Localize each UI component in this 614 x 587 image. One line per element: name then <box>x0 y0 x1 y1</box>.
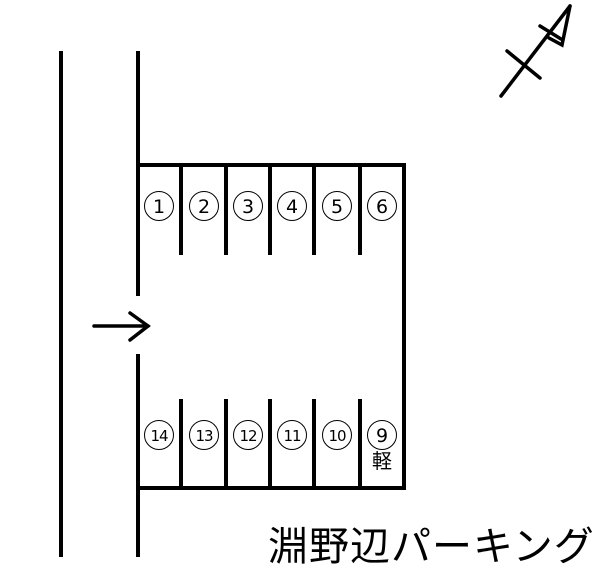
stall-number: 13 <box>189 420 219 450</box>
top-stall-dividers <box>179 165 362 255</box>
stall-number: 1 <box>144 191 174 221</box>
stall-5: 5 <box>317 191 357 221</box>
stall-13: 13 <box>184 420 224 450</box>
stall-2: 2 <box>184 191 224 221</box>
parking-name-title: 淵野辺パーキング <box>268 524 595 570</box>
stall-number: 3 <box>233 191 263 221</box>
stall-number: 6 <box>367 191 397 221</box>
stall-number: 5 <box>322 191 352 221</box>
stall-number: 10 <box>322 420 352 450</box>
kei-car-note: 軽 <box>372 449 392 473</box>
stall-number: 14 <box>144 420 174 450</box>
stall-3: 3 <box>228 191 268 221</box>
stall-number: 11 <box>277 420 307 450</box>
stall-12: 12 <box>228 420 268 450</box>
entrance-arrow-icon <box>92 311 151 342</box>
stall-4: 4 <box>272 191 312 221</box>
stall-11: 11 <box>272 420 312 450</box>
stall-1: 1 <box>139 191 179 221</box>
stall-number: 4 <box>277 191 307 221</box>
stall-number: 2 <box>189 191 219 221</box>
stall-6: 6 <box>362 191 402 221</box>
bottom-stall-dividers <box>179 399 362 488</box>
north-arrow-icon <box>499 4 572 98</box>
stall-number: 9 <box>367 420 397 450</box>
stall-number: 12 <box>233 420 263 450</box>
stall-9: 9 軽 <box>362 420 402 472</box>
stall-10: 10 <box>317 420 357 450</box>
stall-14: 14 <box>139 420 179 450</box>
